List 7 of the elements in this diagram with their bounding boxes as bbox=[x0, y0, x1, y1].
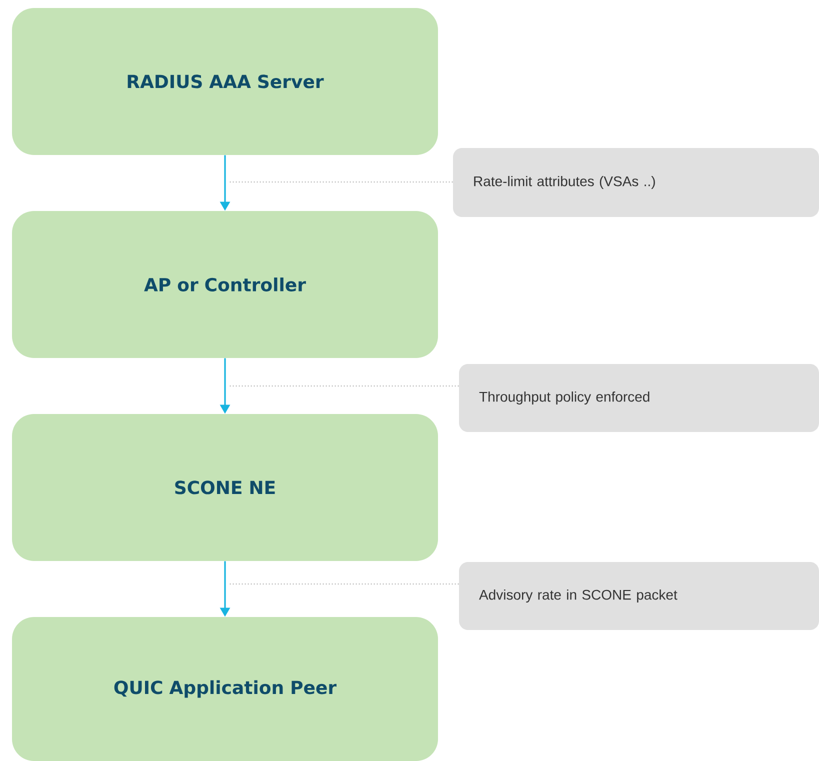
note-box: Throughput policy enforced bbox=[459, 364, 819, 432]
process-box: QUIC Application Peer bbox=[12, 617, 438, 761]
note-box: Advisory rate in SCONE packet bbox=[459, 562, 819, 630]
process-box: AP or Controller bbox=[12, 211, 438, 358]
note-box: Rate-limit attributes (VSAs ..) bbox=[453, 148, 819, 217]
process-box: RADIUS AAA Server bbox=[12, 8, 438, 155]
process-box: SCONE NE bbox=[12, 414, 438, 561]
